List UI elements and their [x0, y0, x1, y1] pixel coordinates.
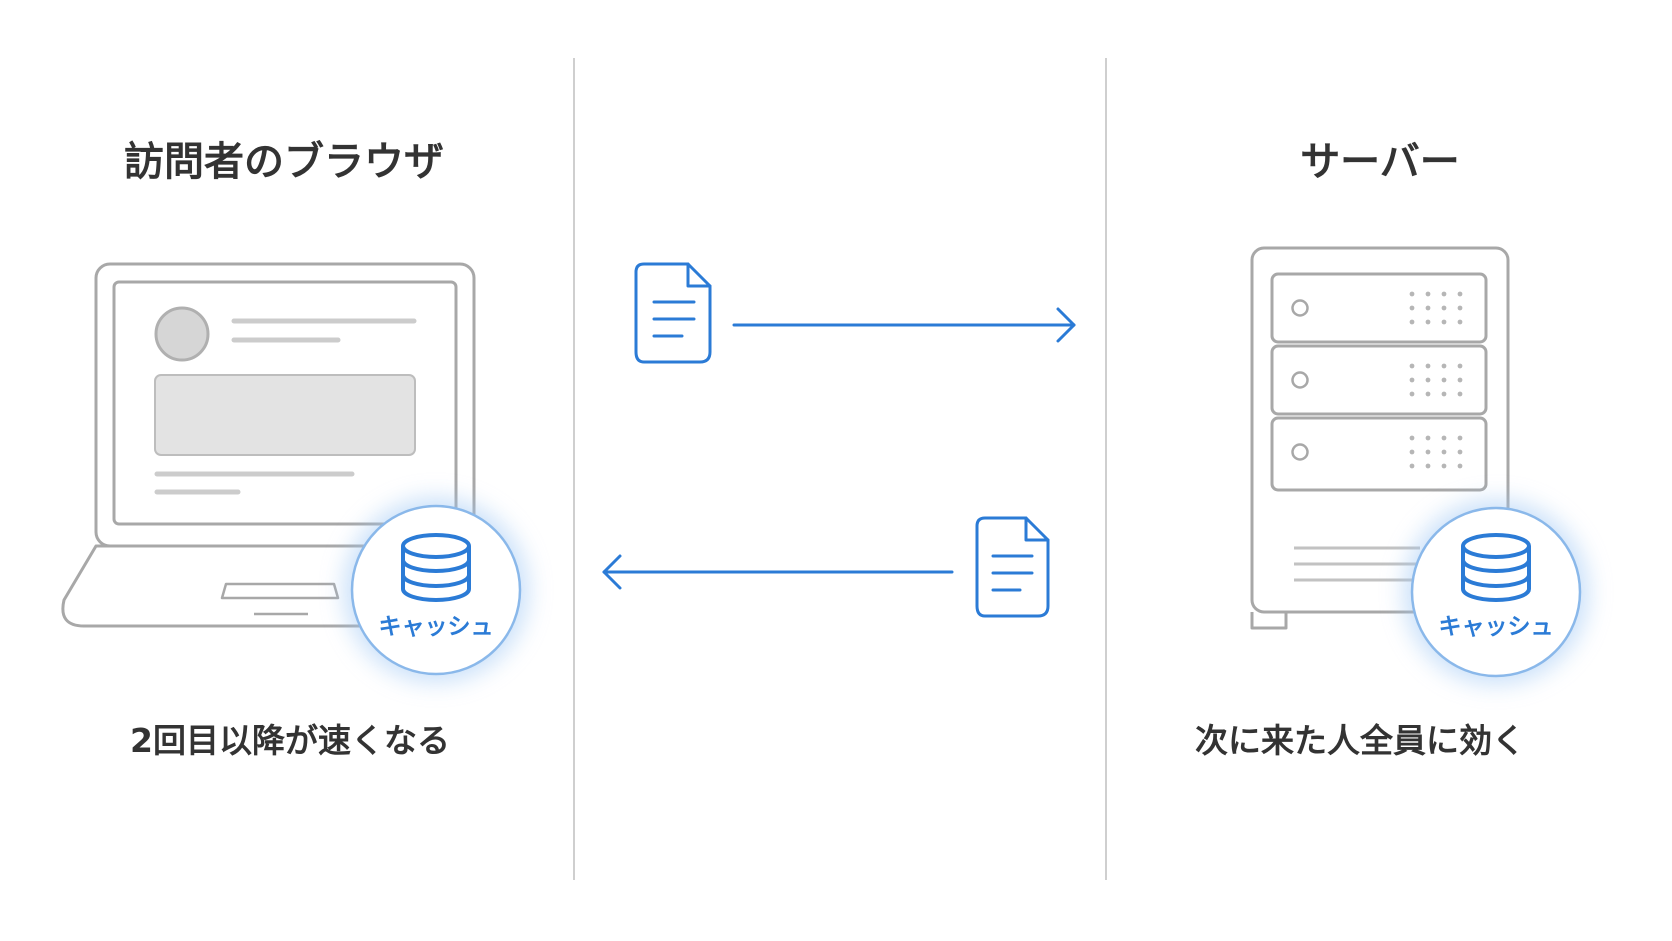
browser-cache-label: キャッシュ	[379, 614, 494, 640]
request-arrow	[732, 307, 1076, 343]
server-unit	[1270, 416, 1488, 492]
power-indicator-icon	[1291, 443, 1309, 461]
request-document-icon	[634, 262, 712, 364]
vent-dots	[1409, 363, 1463, 397]
vent-dots	[1409, 435, 1463, 469]
server-icon	[1250, 246, 1510, 630]
server-cache-badge: キャッシュ	[1404, 500, 1588, 684]
image-placeholder	[154, 374, 416, 456]
database-icon	[1461, 533, 1531, 602]
server-title: サーバー	[1300, 139, 1460, 185]
webpage-mockup	[154, 306, 417, 495]
database-icon	[401, 533, 471, 602]
power-indicator-icon	[1291, 371, 1309, 389]
response-document-icon	[975, 516, 1050, 618]
browser-title: 訪問者のブラウザ	[124, 139, 444, 185]
server-cache-label: キャッシュ	[1439, 614, 1554, 640]
browser-caption: 2回目以降が速くなる	[130, 721, 450, 760]
power-indicator-icon	[1291, 299, 1309, 317]
avatar-placeholder	[154, 306, 210, 362]
server-unit	[1270, 272, 1488, 344]
response-arrow	[602, 554, 954, 590]
server-unit	[1270, 344, 1488, 416]
vent-dots	[1409, 291, 1463, 325]
server-caption: 次に来た人全員に効く	[1195, 721, 1525, 760]
browser-cache-badge: キャッシュ	[344, 498, 528, 682]
